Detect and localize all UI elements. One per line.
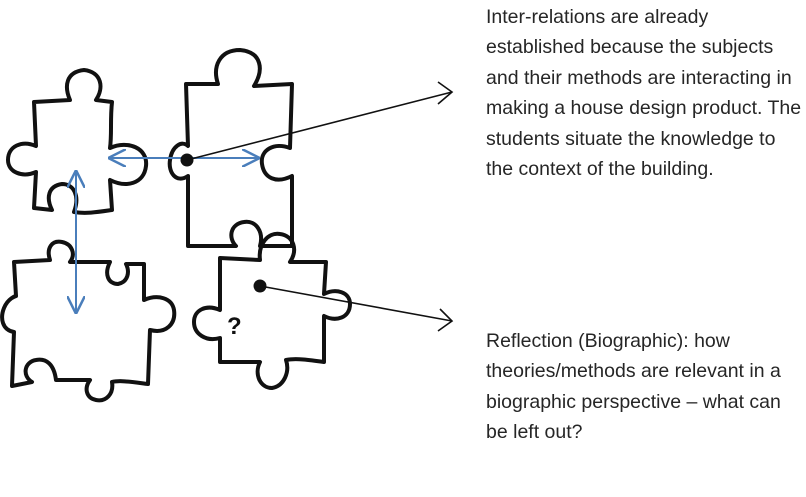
annotation-reflection: Reflection (Biographic): how theories/me… (486, 330, 781, 444)
pointer-arrowhead-bottom (437, 308, 454, 332)
unknown-piece-label: ? (227, 313, 242, 340)
pointer-arrow-bottom (259, 285, 453, 322)
pointer-arrowhead-top (437, 81, 454, 105)
puzzle-piece-top-left (6, 68, 149, 215)
puzzle-piece-bottom-left (0, 239, 177, 403)
puzzle-piece-bottom-right (192, 231, 352, 390)
pointer-arrow-top (186, 91, 453, 161)
annotation-inter-relations: Inter-relations are already established … (486, 6, 802, 181)
